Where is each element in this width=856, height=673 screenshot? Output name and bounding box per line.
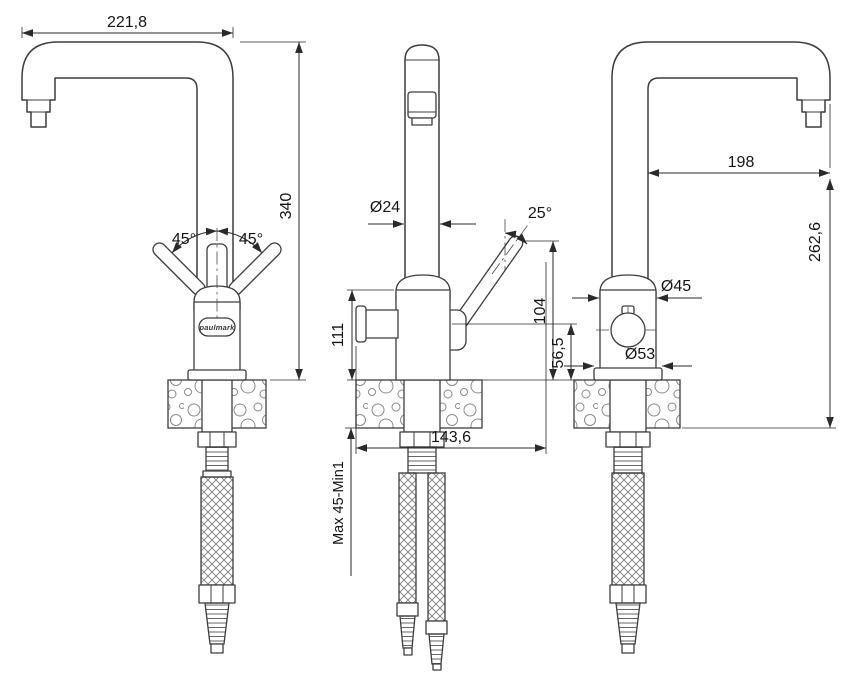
dim-base-diameter: Ø53: [625, 346, 655, 363]
dim-front-width: 143,6: [431, 429, 471, 446]
hose-cone-fitting: [399, 615, 416, 649]
mounting-shank: [403, 379, 441, 433]
aerator: [27, 99, 50, 113]
spout-outline: [21, 41, 234, 296]
threaded-shank: [613, 446, 643, 474]
hose-hex-nut: [198, 584, 236, 604]
hose-hex-nut: [609, 584, 647, 604]
braided-hose-left: [398, 472, 417, 604]
faucet-body: [395, 289, 451, 381]
mounting-shank: [609, 379, 647, 433]
dim-total-height: 340: [278, 193, 295, 220]
dim-lever-height: 104: [532, 298, 549, 325]
dim-spout-tube-diameter: Ø24: [370, 199, 400, 216]
knob-circle: [610, 312, 646, 348]
side-outlet-cap: [355, 305, 367, 343]
right-view: [573, 41, 831, 654]
front-view: [355, 44, 524, 671]
dimension-annotations: 221,8 340 45° 45° Ø24 25° 111 104 56,5: [21, 14, 836, 576]
braided-hose-right: [427, 472, 446, 622]
braided-hose: [611, 472, 645, 586]
riser-tube: [404, 44, 440, 286]
handle-right-lever: [228, 242, 282, 296]
braided-hose: [200, 476, 234, 586]
dim-body-height: 111: [330, 323, 347, 347]
dim-mounting-thickness: Max 45-Min1: [331, 461, 347, 545]
dim-spout-clearance: 262,6: [807, 222, 824, 262]
spout-nozzle: [407, 91, 437, 119]
left-view: paulmark: [21, 41, 282, 654]
faucet-body: [193, 301, 241, 373]
aerator: [802, 99, 825, 113]
side-outlet: [363, 309, 399, 339]
hose-cone-fitting: [204, 602, 230, 645]
dim-lever-angle: 25°: [528, 205, 552, 222]
dim-handle-angle-left: 45°: [172, 231, 196, 248]
lock-nut: [197, 431, 237, 448]
lock-nut: [605, 431, 651, 448]
dim-handle-angle-right: 45°: [239, 231, 263, 248]
dim-spout-reach: 221,8: [107, 14, 147, 31]
brand-logo-text: paulmark: [199, 323, 236, 332]
threaded-shank: [407, 446, 437, 474]
hose-cone-fitting: [615, 602, 641, 645]
hose-cone-fitting: [428, 633, 445, 665]
aerator: [411, 117, 433, 126]
dim-body-diameter: Ø45: [661, 278, 691, 295]
base-flange: [593, 367, 663, 381]
dim-rear-reach: 198: [728, 154, 755, 171]
hose-hex-nut: [425, 620, 448, 635]
base-flange: [187, 369, 247, 381]
hose-hex-nut: [396, 602, 419, 617]
dim-outlet-height: 56,5: [550, 337, 567, 368]
mounting-shank: [201, 379, 233, 433]
spout-outline: [611, 41, 831, 296]
